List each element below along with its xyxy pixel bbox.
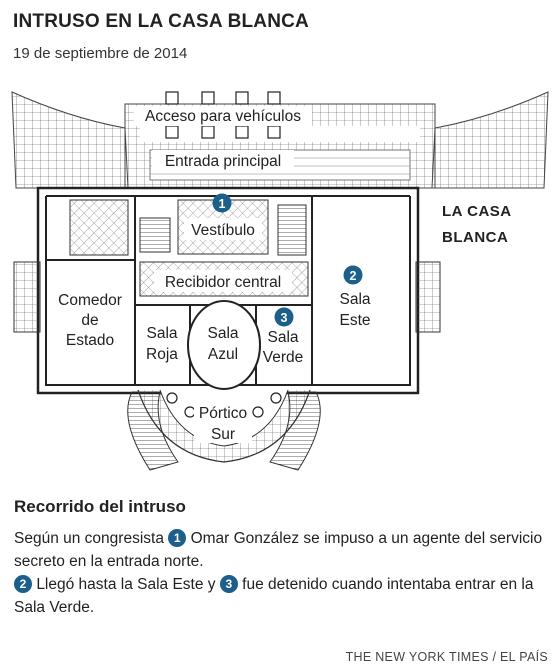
stairs bbox=[277, 204, 307, 256]
svg-text:1: 1 bbox=[219, 197, 226, 211]
label-recibidor: Recibidor central bbox=[165, 274, 281, 291]
building-label-1: LA CASA bbox=[442, 203, 512, 220]
label-portico-1: Pórtico bbox=[199, 405, 247, 422]
label-acceso: Acceso para vehículos bbox=[145, 108, 301, 125]
label-sala-este-1: Sala bbox=[339, 291, 370, 308]
badge-1: 1 bbox=[168, 529, 187, 547]
south-stairs bbox=[127, 391, 179, 471]
label-sala-roja-1: Sala bbox=[146, 325, 177, 342]
sala-azul-oval bbox=[187, 300, 261, 390]
driveway bbox=[431, 91, 549, 189]
floor-plan: Acceso para vehículos Entrada principal … bbox=[11, 91, 549, 471]
label-sala-azul-1: Sala bbox=[207, 325, 238, 342]
badge-2: 2 bbox=[14, 575, 32, 593]
story-heading: Recorrido del intruso bbox=[14, 497, 186, 516]
label-sala-roja-2: Roja bbox=[146, 346, 178, 363]
driveway bbox=[11, 91, 129, 189]
label-sala-este-2: Este bbox=[339, 312, 370, 329]
west-room bbox=[69, 199, 129, 256]
portico-columns bbox=[165, 91, 281, 139]
label-comedor-1: Comedor bbox=[58, 292, 122, 309]
story-text: fue detenido cuando intentaba entrar en … bbox=[14, 576, 534, 616]
story-paragraph-2: 2 Llegó hasta la Sala Este y 3 fue deten… bbox=[14, 573, 549, 619]
label-entrada: Entrada principal bbox=[165, 153, 281, 170]
label-portico-2: Sur bbox=[211, 426, 235, 443]
marker-1: 1 bbox=[212, 193, 232, 213]
page-title: INTRUSO EN LA CASA BLANCA bbox=[13, 11, 309, 32]
label-sala-azul-2: Azul bbox=[208, 346, 238, 363]
story-text: Según un congresista bbox=[14, 530, 164, 547]
svg-text:3: 3 bbox=[281, 311, 288, 325]
label-comedor-2: de bbox=[81, 312, 98, 329]
south-stairs bbox=[269, 391, 321, 471]
label-sala-verde-1: Sala bbox=[267, 329, 298, 346]
date-line: 19 de septiembre de 2014 bbox=[13, 45, 188, 62]
label-vestibulo: Vestíbulo bbox=[191, 222, 255, 239]
svg-text:2: 2 bbox=[350, 269, 357, 283]
badge-3: 3 bbox=[219, 575, 238, 593]
label-comedor-3: Estado bbox=[66, 332, 114, 349]
stairs bbox=[139, 217, 171, 253]
story-text: Omar González se impuso a un agente del … bbox=[14, 530, 543, 570]
west-wing bbox=[13, 261, 41, 333]
building-label-2: BLANCA bbox=[442, 229, 509, 246]
east-wing bbox=[415, 261, 441, 333]
story-paragraph-1: Según un congresista 1 Omar González se … bbox=[14, 527, 549, 573]
marker-2: 2 bbox=[343, 265, 363, 285]
story-text: Llegó hasta la Sala Este y bbox=[36, 576, 216, 593]
marker-3: 3 bbox=[274, 307, 294, 327]
source-credit: THE NEW YORK TIMES / EL PAÍS bbox=[345, 650, 548, 664]
label-sala-verde-2: Verde bbox=[263, 349, 304, 366]
